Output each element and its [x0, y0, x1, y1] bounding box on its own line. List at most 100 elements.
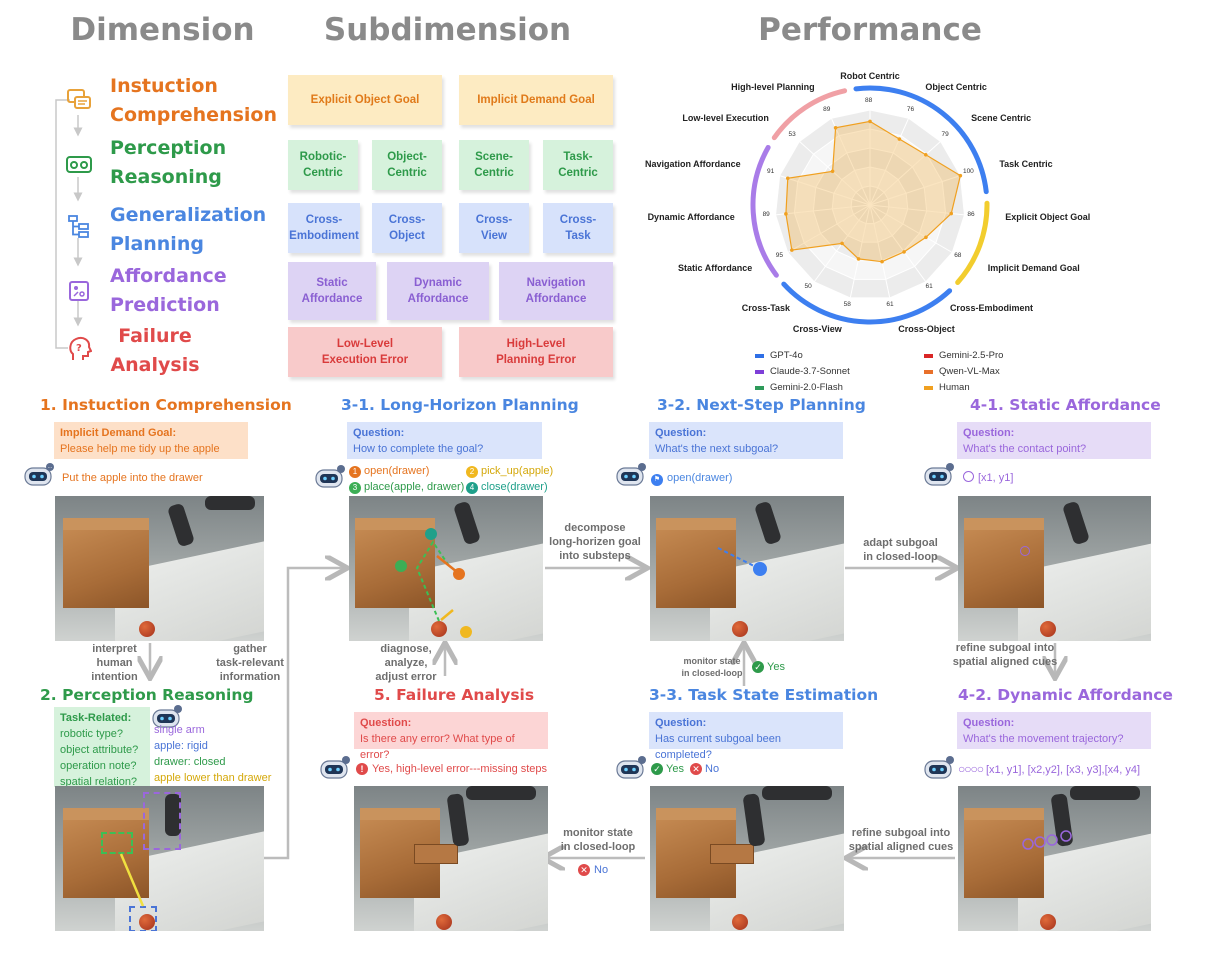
sub-navigation-affordance: Navigation Affordance	[499, 262, 613, 320]
radar-score-label: 95	[775, 251, 784, 259]
s2-answer-drawer: drawer: closed	[154, 756, 226, 768]
s41-answer: [x1, y1]	[963, 471, 1013, 486]
exclamation-icon: !	[356, 763, 368, 775]
robot-icon: ···	[24, 463, 54, 486]
radar-grid-spoke	[869, 118, 910, 206]
flow-diagnose-label: diagnose, analyze, adjust error	[375, 643, 437, 683]
radar-score-label: 76	[906, 105, 915, 113]
s33-question-title: Question:	[655, 717, 707, 729]
s2-task-title: Task-Related:	[60, 712, 132, 724]
robot-icon	[315, 465, 345, 488]
s33-question-text: Has current subgoal been completed?	[655, 733, 781, 761]
legend-swatch	[755, 353, 764, 358]
radar-grid-spoke	[869, 204, 965, 216]
s33-answer-no: ✕No	[690, 762, 719, 777]
s41-title: 4-1. Static Affordance	[970, 396, 1161, 414]
radar-axis-label: Implicit Demand Goal	[987, 263, 1080, 273]
s42-robot-photo	[958, 786, 1151, 931]
sub-scene-centric: Scene- Centric	[459, 140, 529, 190]
s31-title: 3-1. Long-Horizon Planning	[341, 396, 579, 414]
radar-score-label: 100	[962, 168, 974, 176]
radar-grid-spoke	[869, 141, 941, 206]
radar-arc-failure	[771, 88, 848, 141]
radar-series-human	[785, 120, 962, 263]
sub-explicit-object-goal: Explicit Object Goal	[288, 75, 442, 125]
svg-text:···: ···	[48, 465, 53, 471]
circle-point-icon	[963, 471, 974, 482]
robot-icon	[924, 756, 954, 779]
cross-icon: ✕	[690, 763, 702, 775]
s2-task-item: object attribute?	[60, 744, 139, 756]
radar-point	[958, 173, 963, 178]
s32-answer: ⚑open(drawer)	[651, 471, 732, 486]
sub-dynamic-affordance: Dynamic Affordance	[387, 262, 489, 320]
s2-answer-spatial: apple lower than drawer	[154, 772, 272, 784]
s31-question-title: Question:	[353, 427, 405, 439]
legend-swatch	[924, 353, 933, 358]
flow-adapt-label: adapt subgoal in closed-loop	[863, 537, 938, 563]
check-icon: ✓	[651, 763, 663, 775]
radar-axis-label: Dynamic Affordance	[647, 212, 735, 223]
flow-interpret-label: interpret human intention	[91, 643, 138, 683]
dimension-flow-lines	[55, 99, 83, 349]
s42-question-box: Question: What's the movement trajectory…	[957, 712, 1151, 749]
legend-item: Claude-3.7-Sonnet	[755, 366, 850, 377]
s33-robot-photo	[650, 786, 844, 931]
head-question-icon: ?	[69, 337, 92, 360]
s5-question-box: Question: Is there any error? What type …	[354, 712, 548, 761]
legend-label: Gemini-2.5-Pro	[939, 350, 1004, 361]
radar-score-label: 86	[967, 210, 975, 218]
s5-question-text: Is there any error? What type of error?	[360, 733, 515, 761]
radar-grid-spoke	[869, 204, 927, 283]
s41-question-title: Question:	[963, 427, 1015, 439]
vr-headset-icon	[66, 156, 92, 173]
s31-question-text: How to complete the goal?	[353, 443, 484, 455]
radar-axis-label: Explicit Object Goal	[1005, 212, 1091, 223]
sub-robotic-centric: Robotic- Centric	[288, 140, 358, 190]
s42-answer: ○○○○[x1, y1], [x2,y2], [x3, y3],[x4, y4]	[958, 762, 1140, 778]
radar-point	[830, 169, 835, 174]
hierarchy-icon	[68, 215, 89, 238]
sub-implicit-demand-goal: Implicit Demand Goal	[459, 75, 613, 125]
s5-question-title: Question:	[360, 717, 412, 729]
sub-cross-embodiment: Cross- Embodiment	[288, 203, 360, 253]
header-performance: Performance	[758, 12, 982, 48]
radar-point	[880, 259, 884, 264]
radar-score-label: 89	[762, 210, 770, 218]
s1-question-text: Please help me tidy up the apple	[60, 443, 220, 455]
check-icon: ✓	[752, 661, 764, 673]
step-number-badge: 1	[349, 466, 361, 478]
radar-score-label: 58	[843, 300, 851, 308]
legend-item: GPT-4o	[755, 350, 803, 361]
radar-axis-label: Cross-Embodiment	[949, 302, 1033, 313]
radar-axis-label: Robot Centric	[840, 71, 900, 81]
s33-title: 3-3. Task State Estimation	[649, 686, 879, 704]
s32-question-box: Question: What's the next subgoal?	[649, 422, 843, 459]
s2-task-item: robotic type?	[60, 728, 123, 740]
flow-gather-label: gather task-relevant information	[216, 643, 284, 683]
legend-label: GPT-4o	[770, 350, 803, 361]
radar-point	[856, 257, 861, 261]
radar-point	[790, 248, 794, 252]
sub-object-centric: Object- Centric	[372, 140, 442, 190]
header-dimension: Dimension	[70, 12, 255, 48]
radar-axis-label: Object Centric	[925, 82, 987, 93]
radar-score-label: 79	[941, 131, 949, 139]
s5-robot-photo	[354, 786, 548, 931]
radar-score-label: 61	[925, 283, 933, 291]
s5-answer: !Yes, high-level error---missing steps	[356, 762, 547, 777]
flow-monitor2-label: monitor state in closed-loop	[560, 827, 636, 853]
legend-item: Human	[924, 382, 970, 393]
radar-axis-label: Task Centric	[999, 159, 1053, 170]
flow-monitor-yes-text: Yes	[767, 661, 785, 673]
s33-no-text: No	[705, 763, 720, 775]
radar-arc-generalization	[781, 281, 953, 325]
radar-score-label: 50	[804, 283, 812, 291]
sub-cross-view: Cross- View	[459, 203, 529, 253]
radar-point	[833, 125, 838, 130]
s2-task-box: Task-Related: robotic type? object attri…	[54, 707, 150, 788]
dimension-generalization-planning: Generalization Planning	[110, 204, 267, 255]
